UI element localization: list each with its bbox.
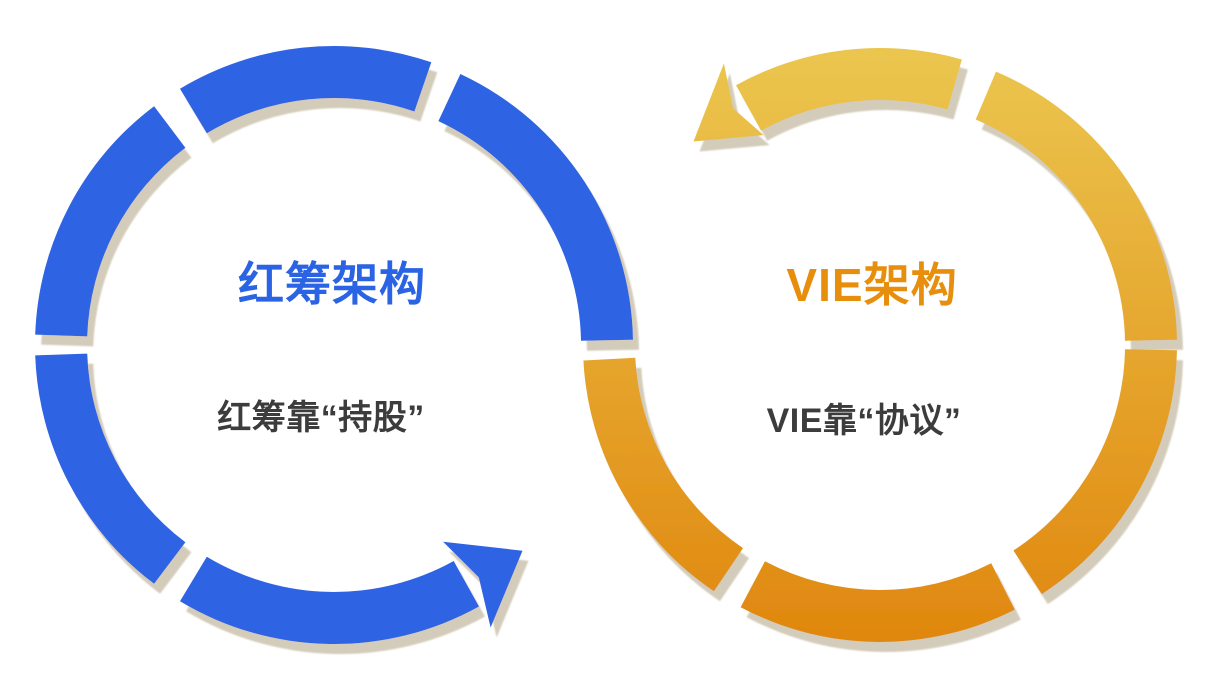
red-chip-title: 红筹架构 — [238, 258, 426, 310]
red-chip-ring-segment-4 — [35, 353, 186, 584]
vie-ring — [583, 47, 1177, 642]
red-chip-ring-segment-1 — [438, 74, 633, 341]
vie-title: VIE架构 — [786, 259, 957, 311]
vie-ring-segment-5 — [1013, 349, 1177, 595]
red-chip-ring — [35, 46, 633, 645]
red-chip-ring-segment-2 — [180, 46, 432, 134]
red-chip-subtitle: 红筹靠“持股” — [217, 399, 425, 437]
red-chip-arrowhead-icon — [443, 541, 523, 628]
vie-ring-segment-4 — [740, 561, 1015, 642]
red-chip-ring-segment-3 — [35, 106, 186, 337]
vie-arrowhead-icon — [693, 63, 764, 142]
vie-subtitle: VIE靠“协议” — [767, 402, 962, 440]
vie-ring-segment-1 — [975, 71, 1177, 341]
vie-ring-segment-3 — [583, 357, 743, 592]
vie-ring-segment-2 — [736, 47, 962, 131]
red-chip-ring-segment-5 — [180, 556, 479, 645]
